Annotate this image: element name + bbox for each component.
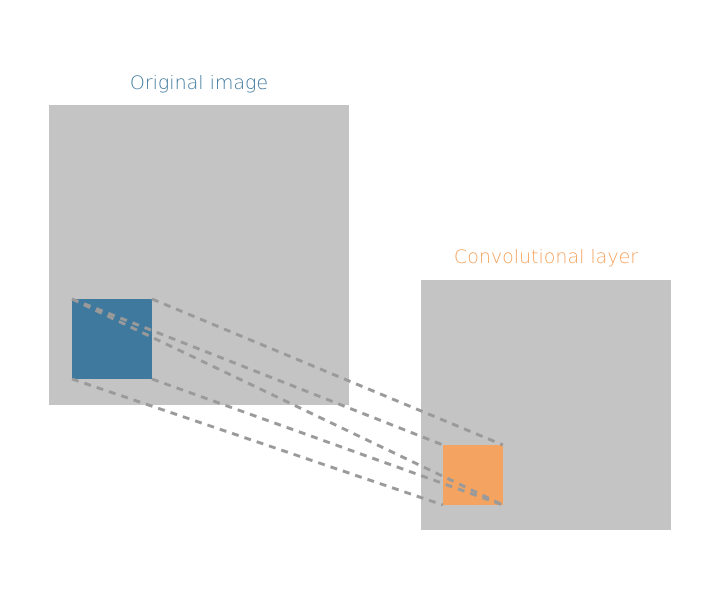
convolutional-layer-title: Convolutional layer [454, 246, 638, 268]
projection-line-top-right [151, 297, 504, 447]
projection-line-bottom-left [71, 377, 444, 507]
receptive-field-square [72, 299, 152, 379]
original-image-title: Original image [130, 72, 268, 94]
output-cell-square [443, 445, 503, 505]
projection-line-bottom-right [151, 377, 504, 507]
projection-lines [71, 297, 504, 507]
projection-line-diagonal [71, 297, 504, 507]
projection-line-top-left [71, 297, 444, 447]
